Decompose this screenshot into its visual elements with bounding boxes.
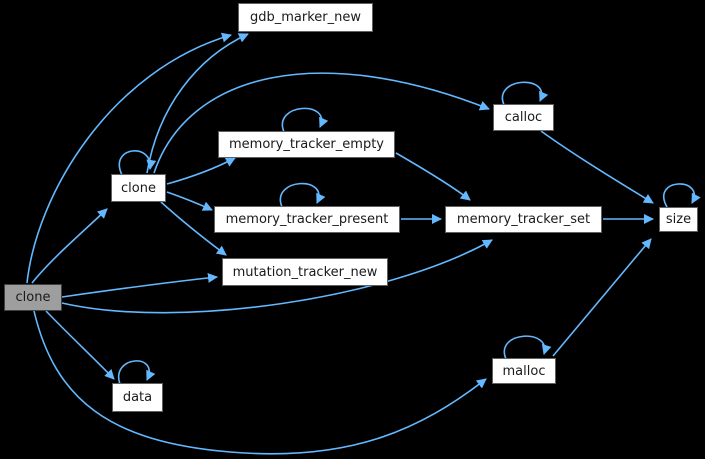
- edge-clone-root-to-memory_tracker_set: [61, 239, 493, 314]
- edge-clone-to-gdb_marker_new: [146, 33, 249, 174]
- node-gdb_marker_new[interactable]: gdb_marker_new: [238, 3, 373, 32]
- edge-clone-root-to-clone: [31, 208, 108, 284]
- node-gdb_marker_new-label: gdb_marker_new: [249, 10, 361, 25]
- node-size[interactable]: size: [659, 207, 698, 232]
- edge-malloc-to-size: [552, 238, 652, 357]
- node-memory_tracker_empty[interactable]: memory_tracker_empty: [218, 131, 395, 158]
- edge-malloc-self-loop: [503, 335, 552, 360]
- node-clone[interactable]: clone: [111, 174, 166, 202]
- edge-size-self-loop: [663, 183, 701, 208]
- node-malloc-label: malloc: [502, 363, 546, 379]
- edge-clone-to-memory_tracker_present: [166, 191, 213, 211]
- node-mutation_tracker_new-label: mutation_tracker_new: [232, 264, 378, 280]
- node-calloc-label: calloc: [504, 110, 543, 125]
- edge-clone-root-to-data: [45, 310, 115, 380]
- node-clone-label: clone: [121, 180, 156, 196]
- edge-clone-to-calloc: [153, 72, 490, 174]
- edge-clone-to-memory_tracker_empty: [166, 157, 236, 185]
- edge-clone-self-loop: [118, 150, 157, 176]
- node-calloc[interactable]: calloc: [493, 104, 554, 131]
- node-clone-root[interactable]: clone: [4, 284, 62, 311]
- node-memory_tracker_present[interactable]: memory_tracker_present: [214, 206, 400, 233]
- edge-clone-root-to-gdb_marker_new: [26, 32, 232, 284]
- node-clone-root-label: clone: [15, 290, 51, 305]
- edge-calloc-to-size: [540, 130, 654, 204]
- node-memory_tracker_present-label: memory_tracker_present: [225, 212, 389, 227]
- edge-clone-root-to-malloc: [33, 310, 487, 455]
- edge-data-self-loop: [117, 360, 156, 385]
- edge-calloc-self-loop: [501, 81, 549, 106]
- node-mutation_tracker_new[interactable]: mutation_tracker_new: [222, 258, 388, 286]
- edge-clone-to-mutation_tracker_new: [160, 201, 227, 256]
- node-data-label: data: [122, 390, 153, 405]
- node-malloc[interactable]: malloc: [492, 358, 556, 384]
- edge-memory_tracker_present-self-loop: [279, 182, 326, 208]
- edge-memory_tracker_empty-self-loop: [281, 107, 329, 133]
- edge-clone-root-to-mutation_tracker_new: [61, 272, 218, 298]
- node-data[interactable]: data: [112, 383, 163, 412]
- node-memory_tracker_empty-label: memory_tracker_empty: [229, 137, 384, 152]
- edge-memory_tracker_empty-to-memory_tracker_set: [395, 152, 471, 201]
- node-memory_tracker_set[interactable]: memory_tracker_set: [445, 206, 602, 233]
- node-size-label: size: [665, 212, 692, 227]
- node-memory_tracker_set-label: memory_tracker_set: [456, 212, 591, 227]
